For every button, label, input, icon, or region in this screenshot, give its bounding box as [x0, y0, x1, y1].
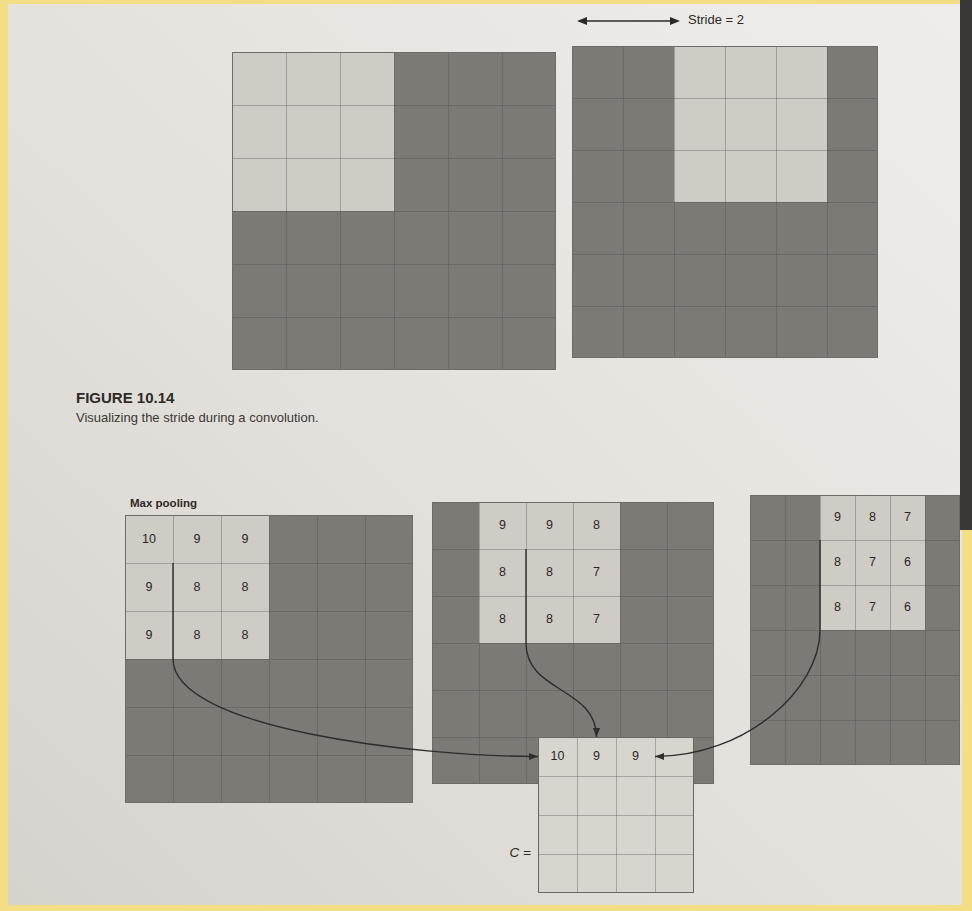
cell-value: 6: [904, 556, 911, 569]
output-grid-fill: [538, 737, 694, 893]
cell-value: 8: [869, 511, 876, 524]
input-grid: [125, 515, 413, 803]
cell-value: 8: [499, 613, 506, 626]
stride-label: Stride = 2: [688, 13, 744, 28]
window-cell: 8: [526, 596, 573, 643]
page-edge: [960, 0, 972, 530]
cell-value: 8: [194, 581, 201, 594]
window-cell: 6: [890, 585, 925, 630]
cell-value: 8: [834, 556, 841, 569]
page: [8, 4, 962, 905]
window-cell: 9: [125, 563, 173, 611]
window-cell: 6: [890, 540, 925, 585]
cell-value: 7: [869, 601, 876, 614]
cell-value: 9: [242, 533, 249, 546]
cell-value: 9: [593, 750, 600, 763]
cell-value: 9: [146, 629, 153, 642]
cell-value: 6: [904, 601, 911, 614]
cell-value: 8: [194, 629, 201, 642]
cell-value: 8: [499, 566, 506, 579]
cell-value: 10: [551, 750, 565, 763]
window-cell: 7: [890, 495, 925, 540]
cell-value: 8: [242, 629, 249, 642]
window-cell: 9: [479, 502, 526, 549]
window-cell: 8: [573, 502, 620, 549]
window-cell: 9: [173, 515, 221, 563]
cell-value: 7: [869, 556, 876, 569]
window-cell: 9: [526, 502, 573, 549]
figure-caption: Visualizing the stride during a convolut…: [76, 411, 319, 426]
output-grid: C =1099: [538, 737, 694, 893]
window-cell: 8: [221, 611, 269, 659]
output-cell: 9: [616, 737, 655, 776]
stride-arrow: [577, 17, 680, 25]
cell-value: 8: [546, 566, 553, 579]
output-cell: 9: [577, 737, 616, 776]
cell-value: 8: [593, 519, 600, 532]
cell-value: 7: [904, 511, 911, 524]
pooling-arrow: [526, 549, 597, 737]
window-cell: 8: [526, 549, 573, 596]
figure-number: FIGURE 10.14: [76, 389, 174, 406]
window-cell: 9: [221, 515, 269, 563]
cell-value: 7: [593, 566, 600, 579]
stride-grid: [572, 46, 878, 358]
cell-value: 9: [194, 533, 201, 546]
cell-value: 8: [834, 601, 841, 614]
window-cell: 8: [173, 611, 221, 659]
cell-value: 9: [834, 511, 841, 524]
cell-value: 9: [499, 519, 506, 532]
grid-name: C =: [510, 845, 531, 860]
stride-grid: [232, 52, 556, 370]
cell-value: 9: [546, 519, 553, 532]
window-cell: 8: [820, 540, 855, 585]
window-cell: 8: [173, 563, 221, 611]
cell-value: 10: [142, 533, 156, 546]
cell-value: 9: [146, 581, 153, 594]
window-cell: 9: [125, 611, 173, 659]
window-cell: 8: [479, 549, 526, 596]
input-grid: [750, 495, 960, 765]
cell-value: 7: [593, 613, 600, 626]
window-cell: 7: [855, 585, 890, 630]
window-cell: 7: [573, 596, 620, 643]
window-cell: 7: [573, 549, 620, 596]
window-cell: 7: [855, 540, 890, 585]
window-cell: 10: [125, 515, 173, 563]
pooling-arrow: [173, 563, 538, 757]
cell-value: 8: [242, 581, 249, 594]
window-cell: 8: [479, 596, 526, 643]
window-cell: 8: [820, 585, 855, 630]
panel-title: Max pooling: [130, 497, 197, 510]
window-cell: 9: [820, 495, 855, 540]
pooling-arrow: [655, 540, 820, 757]
window-cell: 8: [221, 563, 269, 611]
window-cell: 8: [855, 495, 890, 540]
cell-value: 8: [546, 613, 553, 626]
output-cell: 10: [538, 737, 577, 776]
cell-value: 9: [632, 750, 639, 763]
